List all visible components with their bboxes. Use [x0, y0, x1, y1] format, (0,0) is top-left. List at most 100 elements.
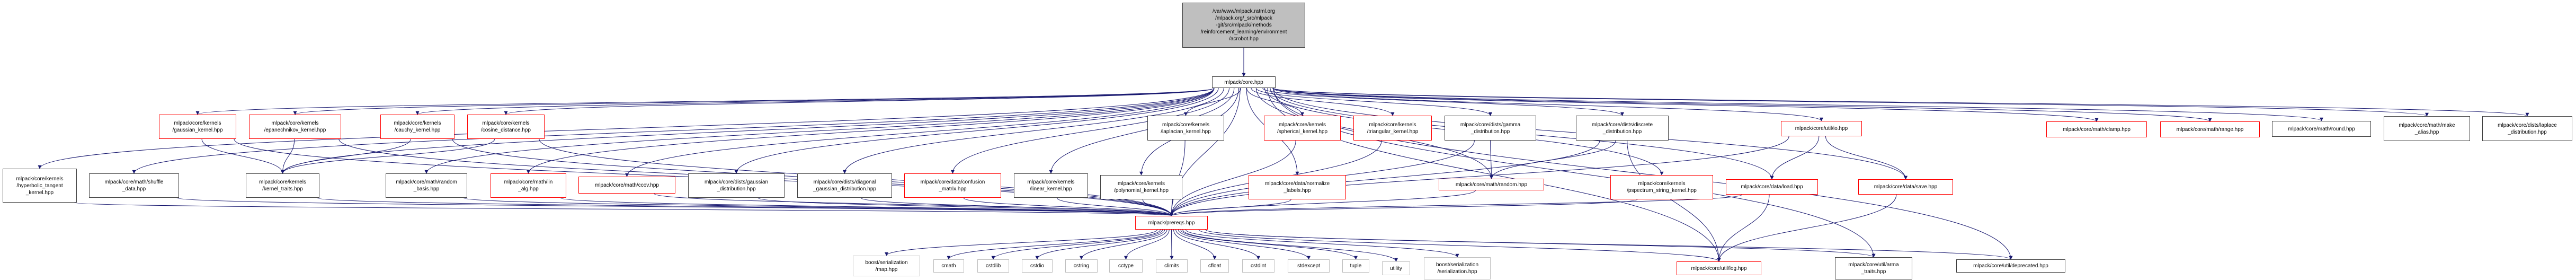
edge-prereqs-to-utility [1182, 229, 1398, 262]
node-label: /var/www/mlpack.ratml.org /mlpack.org/_s… [1200, 8, 1287, 42]
edge-core-to-cosine [504, 88, 1215, 115]
node-cmath: cmath [933, 259, 964, 273]
node-label: mlpack/core/kernels /cauchy_kernel.hpp [394, 120, 441, 133]
edge-gamma-to-random [1489, 140, 1493, 179]
edge-core-to-epanechnikov [293, 88, 1215, 115]
edge-prereqs-to-cctype [1124, 229, 1170, 260]
node-epanechnikov[interactable]: mlpack/core/kernels /epanechnikov_kernel… [249, 115, 341, 139]
node-log[interactable]: mlpack/core/util/log.hpp [1677, 261, 1761, 275]
node-cosine[interactable]: mlpack/core/kernels /cosine_distance.hpp [467, 115, 545, 139]
node-label: mlpack/core/kernels /laplacian_kernel.hp… [1161, 121, 1211, 135]
node-confusion[interactable]: mlpack/core/data/confusion _matrix.hpp [904, 173, 1001, 198]
node-range[interactable]: mlpack/core/math/range.hpp [2160, 121, 2260, 137]
edge-io-to-prereqs [1170, 136, 1789, 216]
node-triangular[interactable]: mlpack/core/kernels /triangular_kernel.h… [1353, 116, 1432, 141]
edge-core-to-gamma [1255, 88, 1492, 116]
node-label: cstring [1073, 263, 1090, 269]
edge-core-to-diag_gaussian [843, 88, 1224, 174]
edge-core-to-linear [1049, 88, 1235, 174]
edge-prereqs-to-cstdlib [991, 229, 1163, 260]
edge-core-to-ccov [625, 88, 1215, 177]
node-make-alias[interactable]: mlpack/core/math/make _alias.hpp [2384, 116, 2470, 141]
node-gamma[interactable]: mlpack/core/dists/gamma _distribution.hp… [1445, 116, 1536, 141]
node-hyperbolic[interactable]: mlpack/core/kernels /hyperbolic_tangent … [3, 169, 77, 203]
edge-core-to-clamp [1273, 88, 2099, 122]
node-label: cfloat [1208, 263, 1221, 269]
node-label: mlpack/core/kernels /gaussian_kernel.hpp [172, 120, 223, 133]
node-stdexcept: stdexcept [1288, 259, 1330, 273]
node-cctype: cctype [1109, 259, 1143, 273]
edge-core-to-arma_traits [1273, 88, 1876, 258]
node-root[interactable]: /var/www/mlpack.ratml.org /mlpack.org/_s… [1182, 3, 1305, 48]
node-label: mlpack/core/math/random.hpp [1455, 181, 1528, 188]
node-kernel-traits[interactable]: mlpack/core/kernels /kernel_traits.hpp [246, 173, 319, 198]
node-label: mlpack/core/dists/gamma _distribution.hp… [1460, 121, 1521, 135]
edge-core-to-laplacian [1184, 88, 1242, 116]
node-label: cstdint [1251, 263, 1266, 269]
node-laplace-dist[interactable]: mlpack/core/dists/laplace _distribution.… [2482, 116, 2572, 141]
edge-core-to-spherical [1246, 88, 1304, 116]
node-ccov[interactable]: mlpack/core/math/ccov.hpp [578, 177, 675, 194]
edge-pspectrum-to-prereqs [1170, 199, 1638, 216]
node-label: cctype [1118, 263, 1134, 269]
node-random[interactable]: mlpack/core/math/random.hpp [1439, 179, 1544, 190]
node-linear[interactable]: mlpack/core/kernels /linear_kernel.hpp [1014, 173, 1088, 198]
node-gaussian-dist[interactable]: mlpack/core/dists/gaussian _distribution… [688, 173, 785, 198]
edge-diag_gaussian-to-prereqs [860, 197, 1173, 216]
node-deprecated[interactable]: mlpack/core/util/deprecated.hpp [1956, 259, 2065, 273]
node-core[interactable]: mlpack/core.hpp [1212, 76, 1276, 88]
node-shuffle[interactable]: mlpack/core/math/shuffle _data.hpp [89, 173, 179, 198]
node-lin-alg[interactable]: mlpack/core/math/lin _alg.hpp [491, 173, 566, 198]
node-cstdio: cstdio [1022, 259, 1053, 273]
node-discrete[interactable]: mlpack/core/dists/discrete _distribution… [1576, 116, 1669, 141]
node-arma-traits[interactable]: mlpack/core/util/arma _traits.hpp [1835, 257, 1912, 279]
node-utility: utility [1382, 261, 1410, 275]
node-io[interactable]: mlpack/core/util/io.hpp [1781, 121, 1862, 136]
edge-prereqs-to-cmath [947, 229, 1161, 260]
edge-prereqs-to-map [885, 229, 1158, 256]
edge-core-to-cauchy [415, 88, 1215, 115]
edge-confusion-to-prereqs [963, 197, 1173, 216]
edge-prereqs-to-cstring [1080, 229, 1167, 260]
node-label: mlpack/core/kernels /triangular_kernel.h… [1367, 121, 1419, 135]
node-round[interactable]: mlpack/core/math/round.hpp [2272, 121, 2371, 137]
node-label: mlpack/core/kernels /hyperbolic_tangent … [16, 176, 64, 196]
node-label: mlpack/core.hpp [1224, 79, 1263, 85]
node-label: stdexcept [1297, 263, 1320, 269]
node-gaussian-kernel[interactable]: mlpack/core/kernels /gaussian_kernel.hpp [159, 115, 236, 139]
node-random-basis[interactable]: mlpack/core/math/random _basis.hpp [386, 173, 467, 198]
node-label: mlpack/prereqs.hpp [1148, 220, 1195, 226]
node-cauchy[interactable]: mlpack/core/kernels /cauchy_kernel.hpp [380, 115, 454, 139]
edge-prereqs-to-tuple [1180, 229, 1358, 260]
node-label: mlpack/core/kernels /cosine_distance.hpp [481, 120, 531, 133]
edge-epanechnikov-to-kernel_traits [281, 138, 295, 174]
edge-core-to-laplace_dist [1273, 88, 2529, 117]
node-normalize[interactable]: mlpack/core/data/normalize _labels.hpp [1249, 175, 1346, 199]
node-pspectrum[interactable]: mlpack/core/kernels /pspectrum_string_ke… [1610, 175, 1713, 199]
node-label: mlpack/core/math/ccov.hpp [595, 182, 659, 188]
node-label: mlpack/core/dists/gaussian _distribution… [704, 179, 769, 192]
node-prereqs[interactable]: mlpack/prereqs.hpp [1135, 216, 1208, 230]
node-label: mlpack/core/math/clamp.hpp [2063, 126, 2131, 133]
node-save[interactable]: mlpack/core/data/save.hpp [1858, 179, 1953, 195]
node-laplacian[interactable]: mlpack/core/kernels /laplacian_kernel.hp… [1147, 116, 1224, 141]
node-serialization: boost/serialization /serialization.hpp [1424, 257, 1491, 279]
edge-prereqs-to-stdexcept [1178, 229, 1311, 260]
node-clamp[interactable]: mlpack/core/math/clamp.hpp [2046, 121, 2147, 137]
edge-spherical-to-prereqs [1170, 140, 1296, 216]
node-diag-gaussian[interactable]: mlpack/core/dists/diagonal _gaussian_dis… [797, 173, 892, 198]
node-label: mlpack/core/util/log.hpp [1691, 265, 1747, 272]
node-climits: climits [1156, 259, 1188, 273]
node-spherical[interactable]: mlpack/core/kernels /spherical_kernel.hp… [1264, 116, 1341, 141]
edge-core-to-kernel_traits [281, 88, 1215, 174]
edge-prereqs-to-log [1198, 229, 1721, 262]
node-label: boost/serialization /serialization.hpp [1436, 262, 1479, 275]
node-polynomial[interactable]: mlpack/core/kernels /polynomial_kernel.h… [1100, 175, 1182, 199]
node-label: mlpack/core/data/normalize _labels.hpp [1264, 181, 1330, 194]
edge-core-to-triangular [1251, 88, 1395, 116]
edge-kernel_traits-to-prereqs [317, 197, 1173, 216]
node-label: cmath [941, 263, 956, 269]
node-load[interactable]: mlpack/core/data/load.hpp [1726, 179, 1818, 195]
